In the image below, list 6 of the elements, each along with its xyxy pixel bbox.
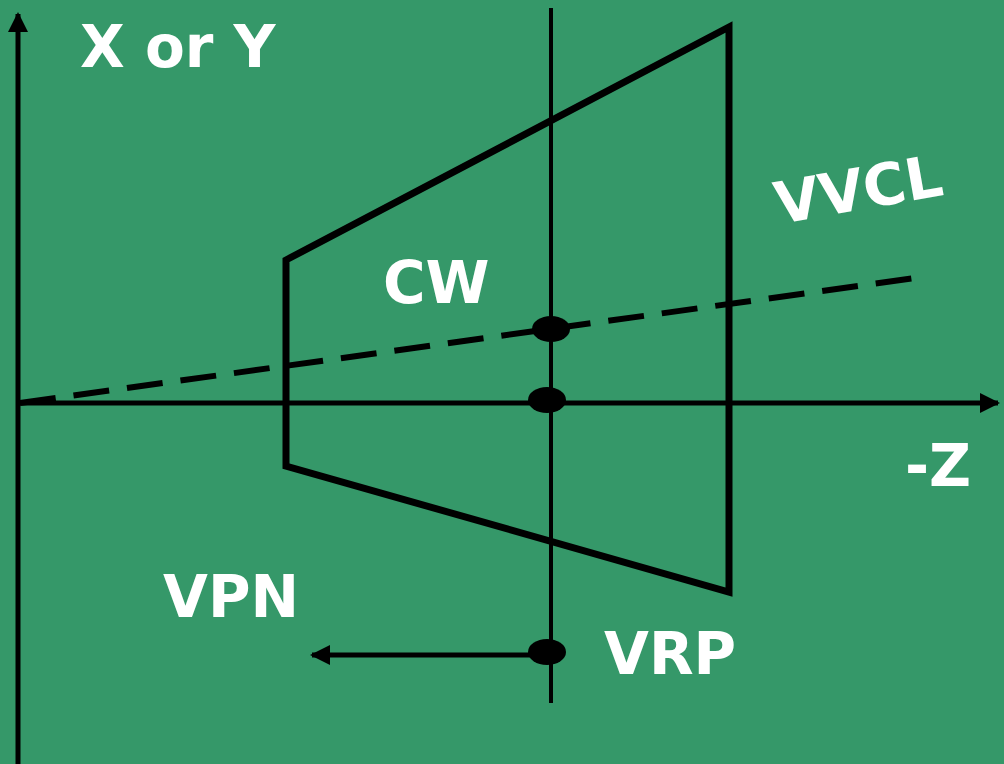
point-label: VRP [604,625,737,683]
axis-label: X or Y [80,18,276,76]
axis-label: -Z [905,437,972,495]
point-label: CW [383,254,490,312]
line-label: VVCL [769,146,947,233]
vector-label: VPN [163,568,299,626]
